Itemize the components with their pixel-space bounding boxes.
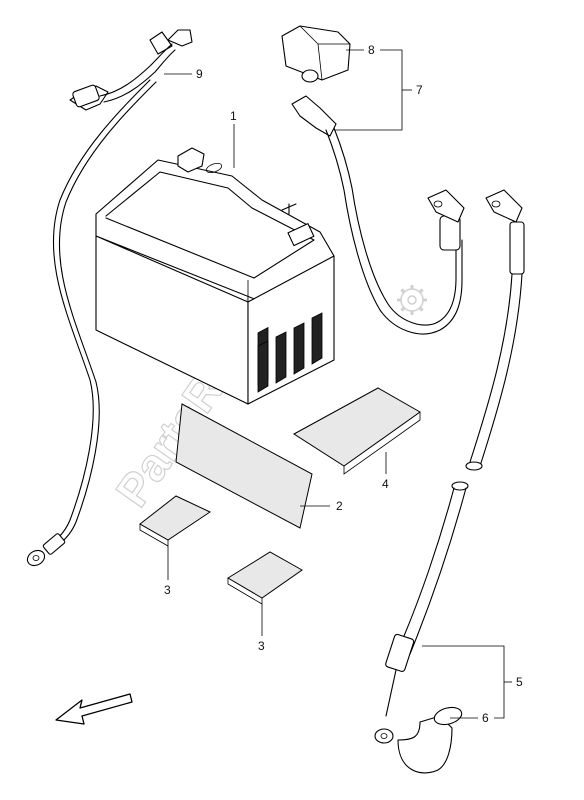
callout-3b: 3 xyxy=(258,639,265,653)
callout-6: 6 xyxy=(482,711,489,725)
part-6-boot xyxy=(397,706,463,774)
callout-7: 7 xyxy=(416,83,423,97)
part-2-pad xyxy=(175,403,313,529)
callout-5: 5 xyxy=(516,675,523,689)
part-3-pad-b xyxy=(227,551,303,605)
callout-9: 9 xyxy=(196,67,203,81)
part-4-pad xyxy=(293,387,421,475)
part-1-battery xyxy=(95,147,335,405)
callout-labels: 1 2 3 3 4 5 6 7 8 9 xyxy=(164,43,523,725)
gear-icon xyxy=(397,285,427,315)
callout-8: 8 xyxy=(368,43,375,57)
callout-3a: 3 xyxy=(164,583,171,597)
callout-2: 2 xyxy=(336,499,343,513)
part-8-terminal-cover xyxy=(281,25,351,83)
part-3-pad-a xyxy=(139,495,212,547)
leader-lines xyxy=(164,49,512,719)
callout-4: 4 xyxy=(382,477,389,491)
front-direction-arrow-icon xyxy=(55,693,133,725)
part-7-cable xyxy=(291,95,465,335)
part-5-cable xyxy=(374,189,525,744)
callout-1: 1 xyxy=(230,109,237,123)
part-9-cable xyxy=(26,29,193,567)
battery-cells xyxy=(257,312,323,393)
